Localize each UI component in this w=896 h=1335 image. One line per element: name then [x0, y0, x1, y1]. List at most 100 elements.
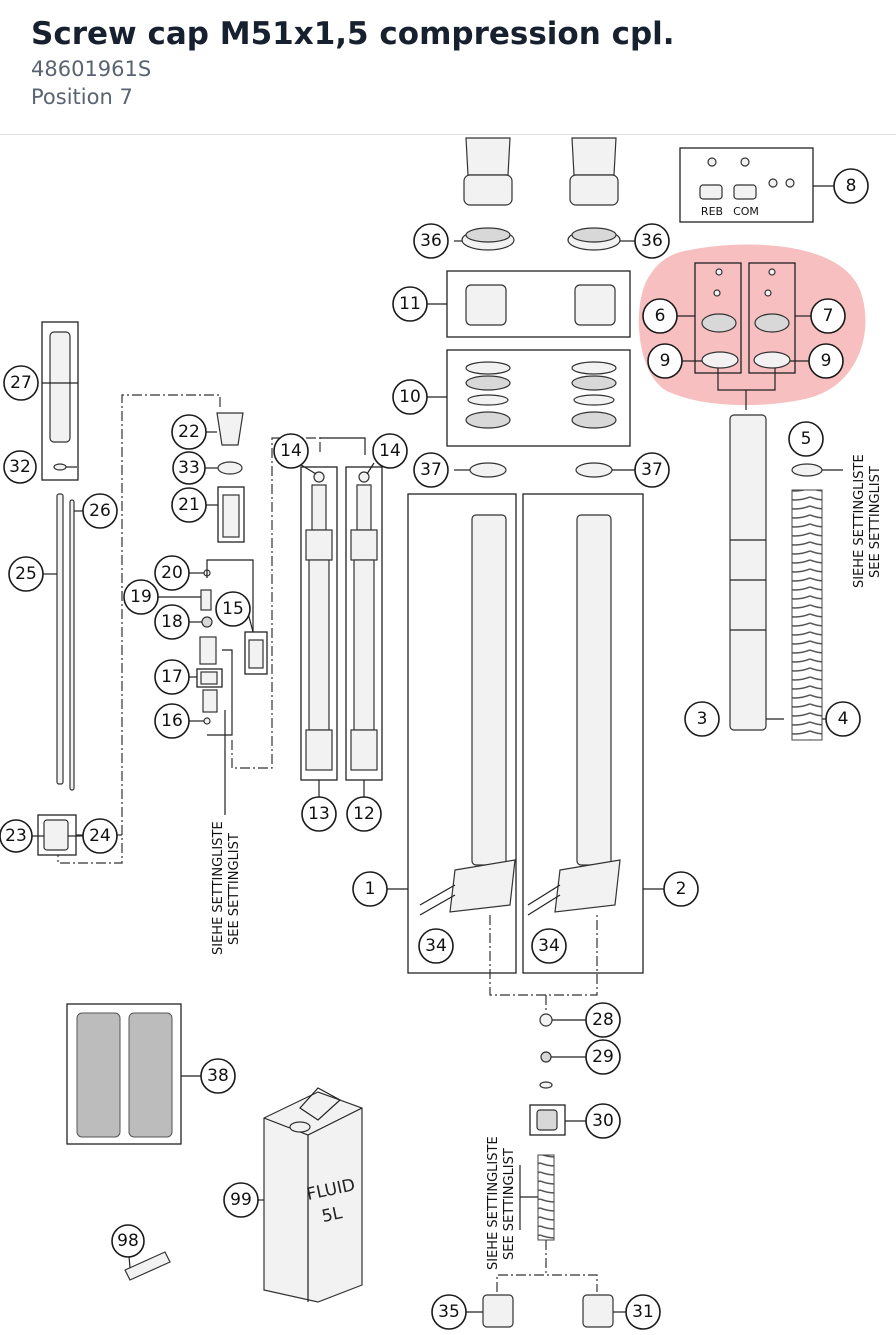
callout-circle-37-left: [413, 452, 449, 488]
callout-36-right[interactable]: 36: [641, 231, 663, 251]
upper-tube-ends: [463, 137, 619, 206]
page-title: Screw cap M51x1,5 compression cpl.: [31, 16, 675, 52]
callout-circle-29: [585, 1039, 621, 1075]
part-33-washer: [217, 461, 243, 475]
callout-21[interactable]: 21: [178, 495, 200, 515]
callout-32[interactable]: 32: [9, 457, 31, 477]
callout-15[interactable]: 15: [222, 599, 244, 619]
callout-23[interactable]: 23: [5, 826, 27, 846]
part-37-rings: [469, 462, 613, 478]
callout-1[interactable]: 1: [365, 879, 376, 899]
settinglist-de-left: SIEHE SETTINGLISTE: [211, 821, 226, 955]
callout-9-right[interactable]: 9: [821, 351, 832, 371]
callout-98[interactable]: 98: [117, 1231, 139, 1251]
callout-30[interactable]: 30: [592, 1111, 614, 1131]
callout-7[interactable]: 7: [823, 306, 834, 326]
callout-circle-12: [346, 796, 382, 832]
callout-37-right[interactable]: 37: [641, 460, 663, 480]
callout-18[interactable]: 18: [161, 612, 183, 632]
callout-circle-3: [684, 701, 720, 737]
callout-35[interactable]: 35: [438, 1302, 460, 1322]
callout-26[interactable]: 26: [89, 501, 111, 521]
callout-19[interactable]: 19: [130, 587, 152, 607]
callout-3[interactable]: 3: [697, 709, 708, 729]
screw-caps: [701, 268, 790, 333]
part-38-group: [66, 1003, 182, 1145]
callout-circle-99: [223, 1182, 259, 1218]
callout-4[interactable]: 4: [838, 709, 849, 729]
callout-31[interactable]: 31: [632, 1302, 654, 1322]
callout-34-left[interactable]: 34: [425, 936, 447, 956]
callout-circle-4: [825, 701, 861, 737]
callout-29[interactable]: 29: [592, 1047, 614, 1067]
callout-14-right[interactable]: 14: [379, 441, 401, 461]
callout-2[interactable]: 2: [676, 879, 687, 899]
callout-22[interactable]: 22: [178, 422, 200, 442]
settinglist-en-bottom: SEE SETTINGLIST: [502, 1148, 517, 1260]
part-22-cage: [216, 412, 244, 446]
part-19-needle: [200, 589, 212, 611]
part-10-seals: [465, 361, 617, 429]
settinglist-de-right: SIEHE SETTINGLISTE: [852, 454, 867, 588]
callout-20[interactable]: 20: [161, 563, 183, 583]
callout-16[interactable]: 16: [161, 711, 183, 731]
callout-circle-10: [392, 379, 428, 415]
callout-99[interactable]: 99: [230, 1190, 252, 1210]
callout-11[interactable]: 11: [399, 294, 421, 314]
page-header: Screw cap M51x1,5 compression cpl. 48601…: [0, 0, 896, 135]
callout-circle-30: [585, 1103, 621, 1139]
callout-13[interactable]: 13: [308, 804, 330, 824]
callout-5[interactable]: 5: [801, 429, 812, 449]
callout-circle-14-left: [273, 433, 309, 469]
part-36-caps: [461, 227, 621, 251]
fluid-volume-label: 5L: [320, 1203, 345, 1227]
callout-12[interactable]: 12: [353, 804, 375, 824]
com-label: COM: [733, 205, 759, 218]
part-16-nut: [203, 717, 211, 725]
callout-circle-25: [8, 556, 44, 592]
callout-6[interactable]: 6: [655, 306, 666, 326]
part-99-fluid-can: [263, 1087, 363, 1303]
callout-circle-98: [111, 1224, 145, 1258]
callout-28[interactable]: 28: [592, 1010, 614, 1030]
part-28-nut: [539, 1013, 553, 1027]
callout-circle-37-right: [634, 452, 670, 488]
part-valve-body: [202, 689, 218, 713]
part-1-group: [407, 493, 517, 974]
callout-14-left[interactable]: 14: [280, 441, 302, 461]
part-30-piston: [536, 1109, 558, 1131]
callout-9-left[interactable]: 9: [660, 351, 671, 371]
callout-36-left[interactable]: 36: [420, 231, 442, 251]
callout-10[interactable]: 10: [399, 387, 421, 407]
callout-24[interactable]: 24: [89, 826, 111, 846]
part-4-spring: [791, 489, 823, 741]
callout-38[interactable]: 38: [207, 1066, 229, 1086]
callout-8[interactable]: 8: [846, 176, 857, 196]
part-15-group: [244, 631, 268, 675]
callout-circle-24: [82, 818, 118, 854]
callout-circle-38: [200, 1058, 236, 1094]
part-17-group: [196, 668, 223, 688]
part-29-nut: [540, 1051, 552, 1063]
callout-circle-36-right: [634, 223, 670, 259]
callout-34-right[interactable]: 34: [538, 936, 560, 956]
part-spring-small: [199, 636, 217, 665]
settinglist-en-right: SEE SETTINGLIST: [868, 466, 883, 578]
callout-circle-36-left: [413, 223, 449, 259]
exploded-diagram: REB COM SIEHE SETTINGLISTE SEE SETTINGLI…: [0, 137, 883, 1330]
part-11-bushings: [465, 284, 616, 326]
part-25-26-rods: [56, 493, 75, 791]
callout-circle-14-right: [372, 433, 408, 469]
callout-27[interactable]: 27: [10, 373, 32, 393]
part-38-sticker-left: [76, 1012, 121, 1138]
callout-17[interactable]: 17: [161, 667, 183, 687]
position-label: Position 7: [31, 85, 133, 109]
part-21-group: [217, 486, 245, 543]
callout-33[interactable]: 33: [178, 458, 200, 478]
callout-25[interactable]: 25: [15, 564, 37, 584]
part-8-group: [679, 147, 814, 223]
callout-37-left[interactable]: 37: [420, 460, 442, 480]
part-7-group: [748, 262, 796, 374]
callout-circle-35: [431, 1294, 467, 1330]
callout-circle-9-right: [808, 343, 844, 379]
